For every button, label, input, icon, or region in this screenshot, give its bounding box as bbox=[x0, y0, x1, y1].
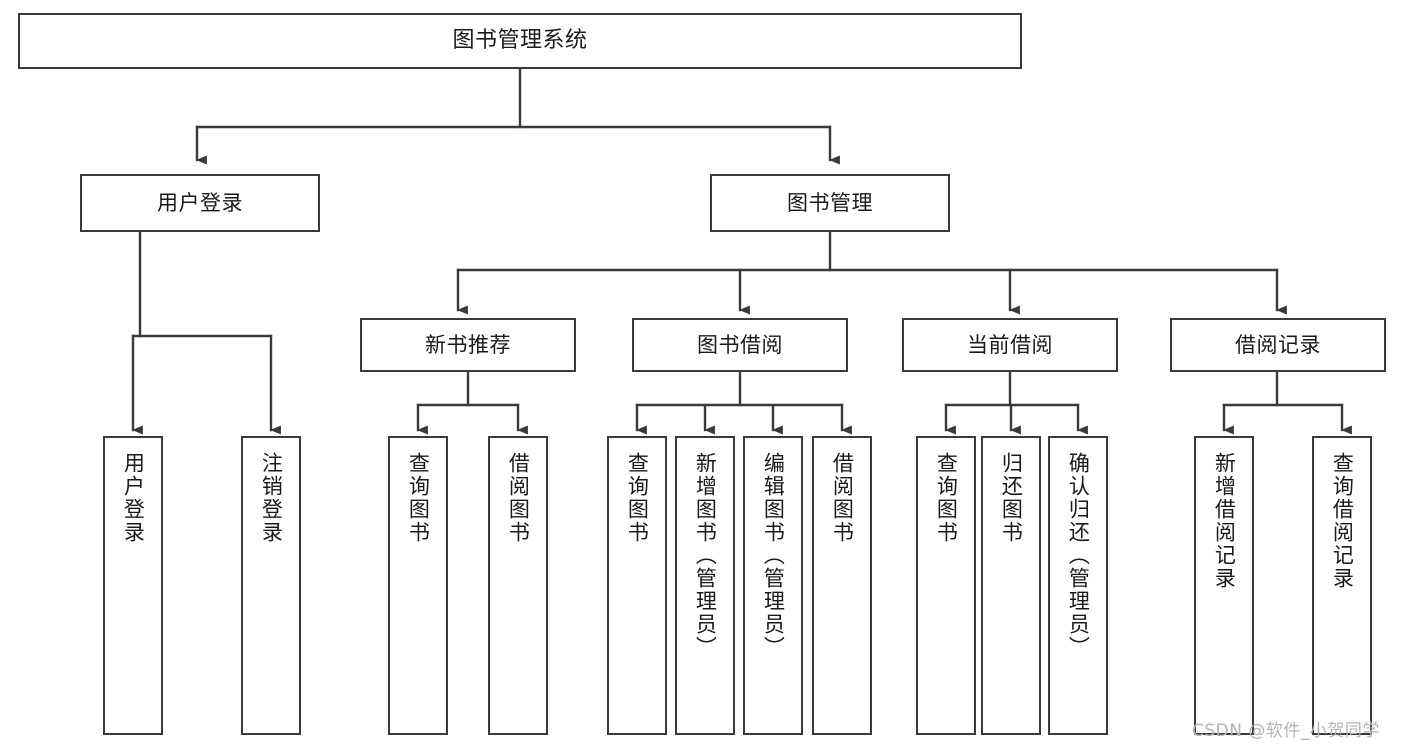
leaf-add-book[interactable]: 新增图书（管理员） bbox=[675, 436, 735, 735]
node-book-borrow[interactable]: 图书借阅 bbox=[632, 318, 848, 372]
node-borrow-record[interactable]: 借阅记录 bbox=[1170, 318, 1386, 372]
leaf-edit-book[interactable]: 编辑图书（管理员） bbox=[743, 436, 803, 735]
leaf-query-book-2-label: 查询图书 bbox=[625, 452, 650, 544]
node-user-login-label: 用户登录 bbox=[157, 190, 243, 215]
leaf-query-record-label: 查询借阅记录 bbox=[1330, 452, 1355, 590]
leaf-user-login-label: 用户登录 bbox=[121, 452, 146, 544]
leaf-confirm-return-label: 确认归还（管理员） bbox=[1066, 452, 1091, 659]
node-current-borrow[interactable]: 当前借阅 bbox=[902, 318, 1118, 372]
node-current-borrow-label: 当前借阅 bbox=[967, 332, 1053, 357]
leaf-borrow-book-1[interactable]: 借阅图书 bbox=[488, 436, 548, 735]
leaf-borrow-book-2[interactable]: 借阅图书 bbox=[812, 436, 872, 735]
leaf-logout-label: 注销登录 bbox=[259, 452, 284, 544]
leaf-user-login[interactable]: 用户登录 bbox=[103, 436, 163, 735]
leaf-add-record[interactable]: 新增借阅记录 bbox=[1194, 436, 1254, 735]
node-root-label: 图书管理系统 bbox=[452, 28, 588, 54]
leaf-logout[interactable]: 注销登录 bbox=[241, 436, 301, 735]
leaf-edit-book-label: 编辑图书（管理员） bbox=[761, 452, 786, 659]
node-new-book-recommend-label: 新书推荐 bbox=[425, 332, 511, 357]
leaf-return-book-label: 归还图书 bbox=[999, 452, 1024, 544]
leaf-query-record[interactable]: 查询借阅记录 bbox=[1312, 436, 1372, 735]
node-book-manage[interactable]: 图书管理 bbox=[710, 174, 950, 232]
node-book-manage-label: 图书管理 bbox=[787, 190, 873, 215]
csdn-watermark: CSDN @软件_小贺同学 bbox=[1192, 721, 1380, 741]
leaf-query-book-3[interactable]: 查询图书 bbox=[916, 436, 976, 735]
leaf-query-book-1-label: 查询图书 bbox=[406, 452, 431, 544]
leaf-add-book-label: 新增图书（管理员） bbox=[693, 452, 718, 659]
node-user-login[interactable]: 用户登录 bbox=[80, 174, 320, 232]
leaf-return-book[interactable]: 归还图书 bbox=[981, 436, 1041, 735]
leaf-confirm-return[interactable]: 确认归还（管理员） bbox=[1048, 436, 1108, 735]
node-root[interactable]: 图书管理系统 bbox=[18, 13, 1022, 69]
node-borrow-record-label: 借阅记录 bbox=[1235, 332, 1321, 357]
leaf-borrow-book-1-label: 借阅图书 bbox=[506, 452, 531, 544]
leaf-query-book-3-label: 查询图书 bbox=[934, 452, 959, 544]
leaf-borrow-book-2-label: 借阅图书 bbox=[830, 452, 855, 544]
node-book-borrow-label: 图书借阅 bbox=[697, 332, 783, 357]
leaf-query-book-1[interactable]: 查询图书 bbox=[388, 436, 448, 735]
node-new-book-recommend[interactable]: 新书推荐 bbox=[360, 318, 576, 372]
leaf-add-record-label: 新增借阅记录 bbox=[1212, 452, 1237, 590]
leaf-query-book-2[interactable]: 查询图书 bbox=[607, 436, 667, 735]
